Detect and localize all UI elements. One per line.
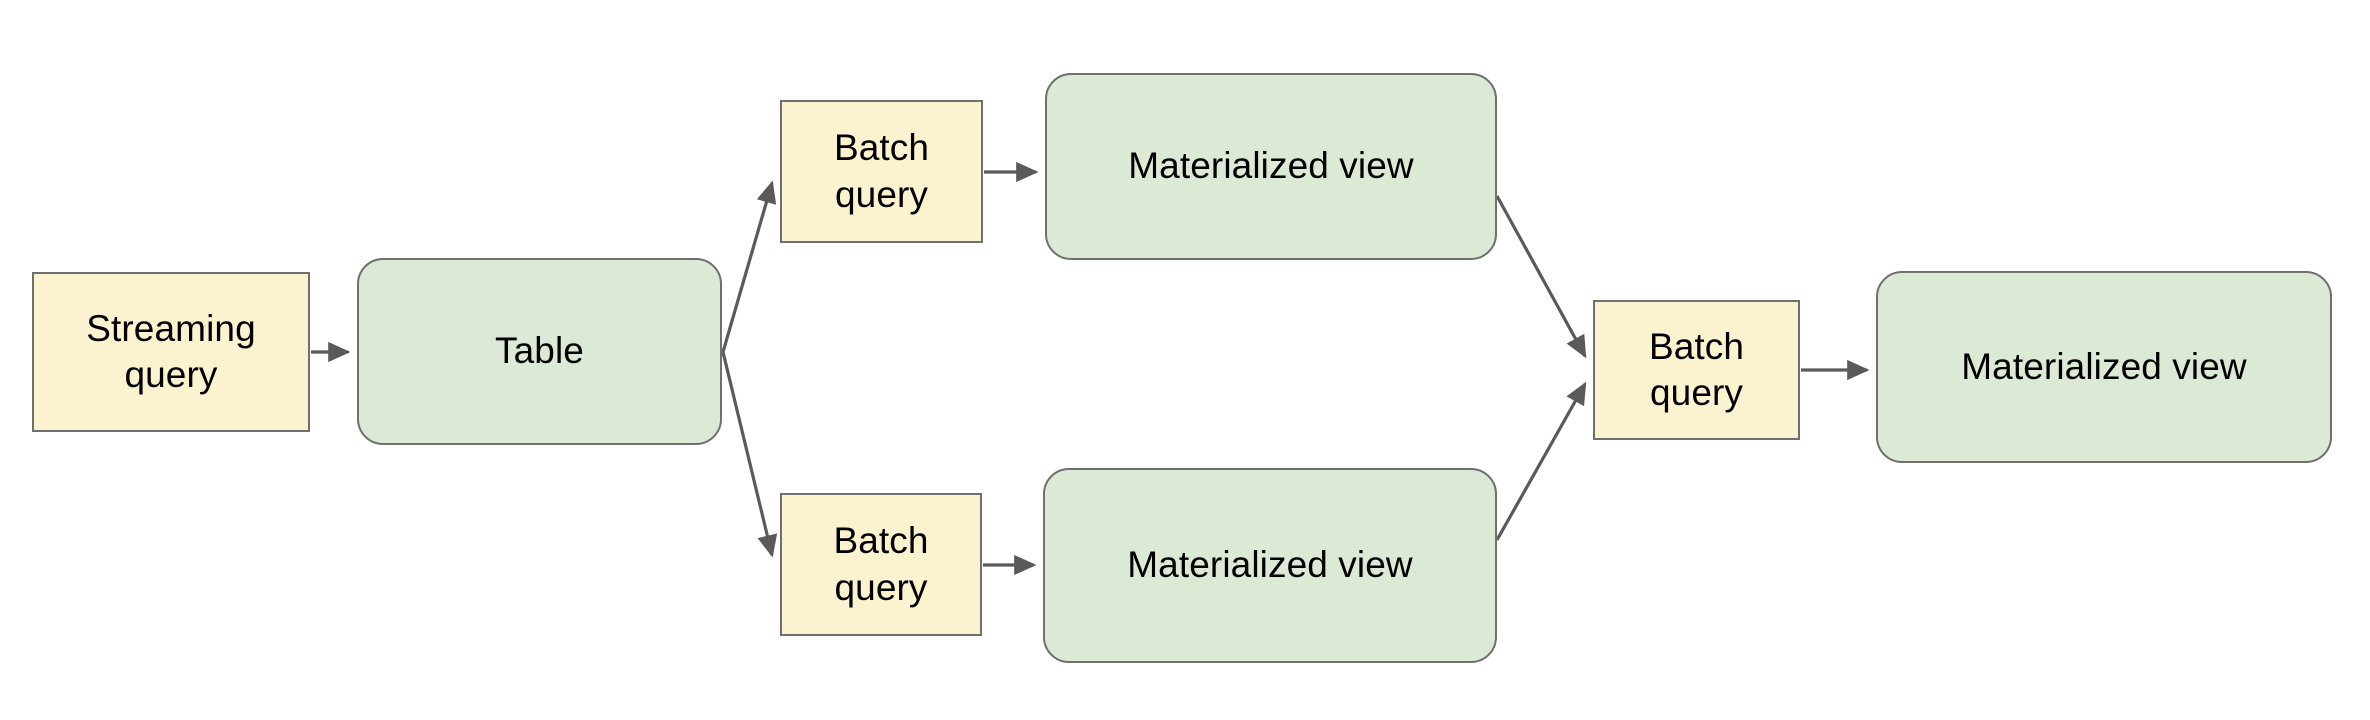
edge-materialized-view-top-to-batch-query-right [1495,195,1587,359]
edge-table-to-batch-query-top [721,180,777,353]
edge-materialized-view-bottom-to-batch-query-right [1495,381,1587,541]
edge-table-to-batch-query-bottom [721,351,778,558]
node-materialized-view-final-label: Materialized view [1961,345,2247,387]
node-materialized-view-final[interactable]: Materialized view [1876,271,2332,463]
node-batch-query-top[interactable]: Batch query [780,100,983,243]
node-materialized-view-bottom-label: Materialized view [1127,544,1413,586]
node-table[interactable]: Table [357,258,722,445]
node-streaming-query-label: Streaming query [86,307,256,395]
node-materialized-view-top-label: Materialized view [1128,145,1414,187]
node-table-label: Table [495,330,584,372]
node-batch-query-bottom[interactable]: Batch query [780,493,982,636]
node-batch-query-top-label: Batch query [833,127,930,215]
node-batch-query-right[interactable]: Batch query [1593,300,1800,440]
node-materialized-view-bottom[interactable]: Materialized view [1043,468,1497,663]
node-batch-query-bottom-label: Batch query [833,520,929,608]
node-batch-query-right-label: Batch query [1648,325,1745,413]
node-materialized-view-top[interactable]: Materialized view [1045,73,1497,260]
node-streaming-query[interactable]: Streaming query [32,272,310,432]
